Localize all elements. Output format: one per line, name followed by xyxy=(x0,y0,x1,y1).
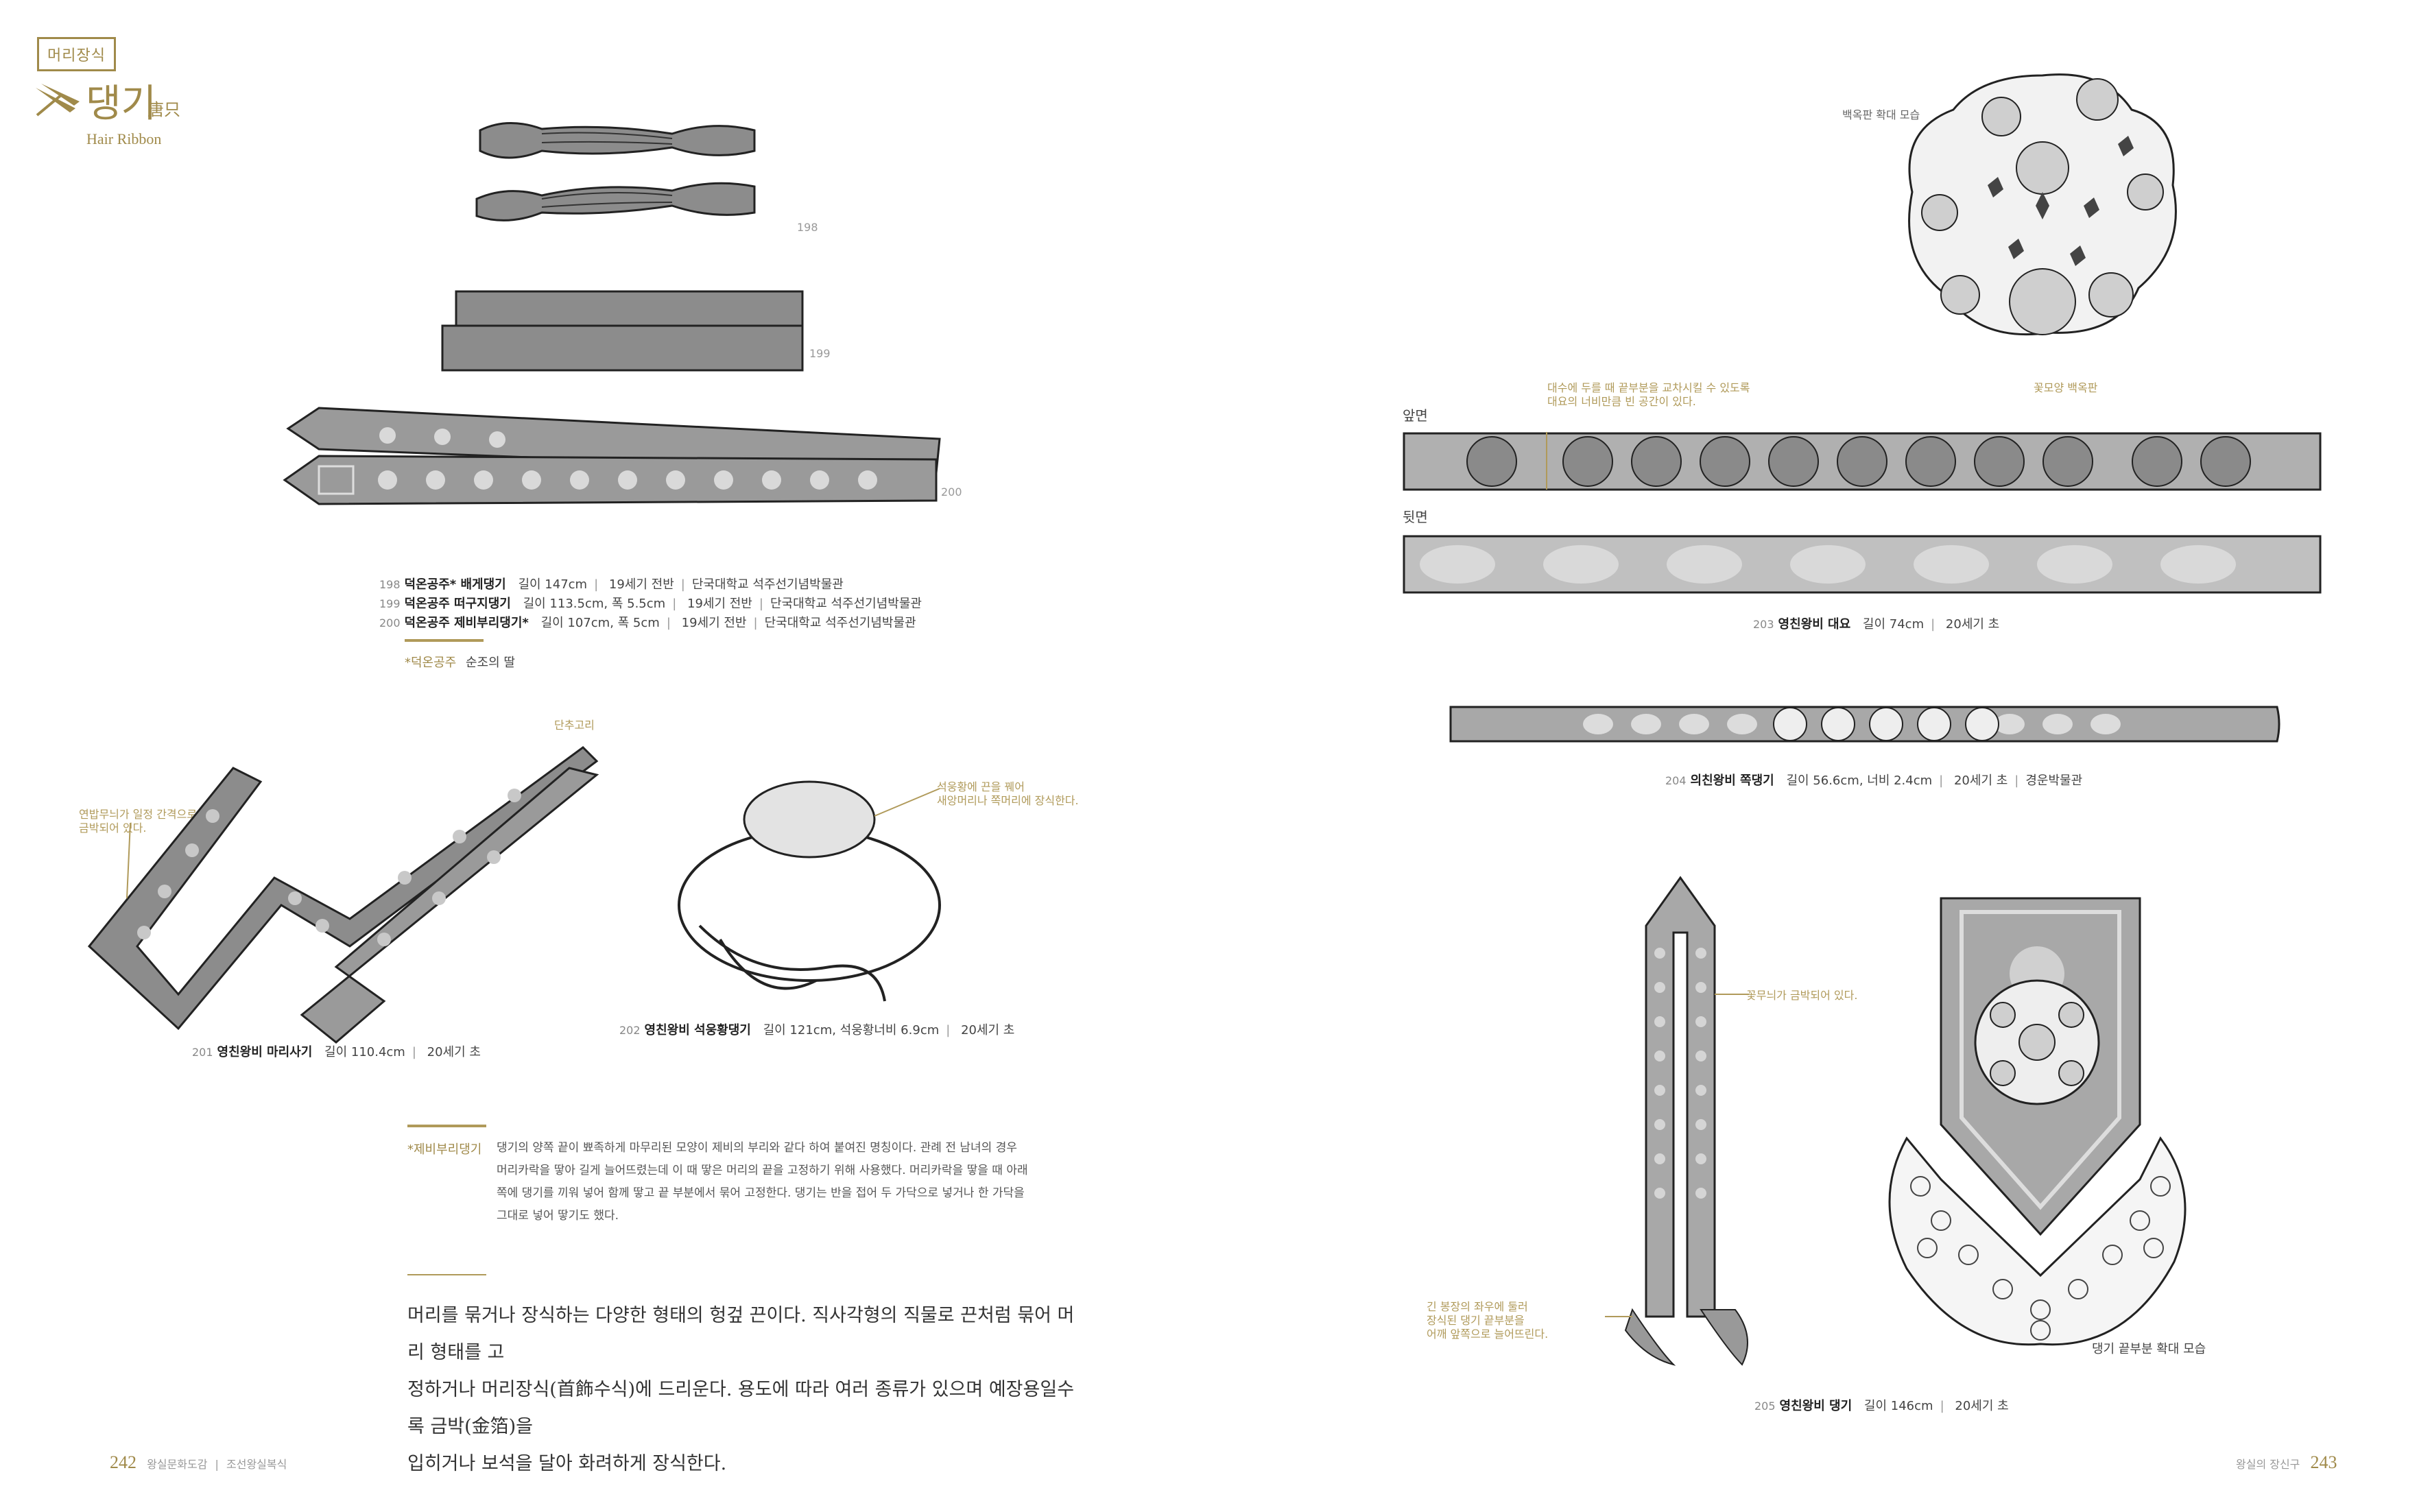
caption-divider xyxy=(405,639,484,642)
figure-number-198: 198 xyxy=(797,221,818,234)
footnote-princess: *덕온공주 순조의 딸 xyxy=(405,656,515,670)
body-divider xyxy=(407,1274,486,1275)
figure-203-front-illustration xyxy=(1403,432,2322,491)
annotation-jade-enlarged: 백옥판 확대 모습 xyxy=(1842,108,1920,121)
ribbon-logo-icon xyxy=(36,84,80,117)
label-front: 앞면 xyxy=(1403,407,1428,424)
figure-205-illustration xyxy=(1605,876,1749,1366)
note-divider xyxy=(407,1125,486,1127)
annotation-end-enlarged: 댕기 끝부분 확대 모습 xyxy=(2092,1342,2206,1356)
figure-number-199: 199 xyxy=(809,347,831,360)
figure-198-illustration xyxy=(475,122,756,221)
ribbon-end-enlarged-illustration xyxy=(1888,897,2187,1346)
figure-203-back-illustration xyxy=(1403,535,2322,594)
figure-number-200: 200 xyxy=(941,485,962,499)
section-tag: 머리장식 xyxy=(37,37,116,71)
annotation-button-loop: 단추고리 xyxy=(554,719,595,732)
figure-201-illustration xyxy=(87,746,599,1044)
footer-right: 왕실의 장신구 243 xyxy=(2236,1452,2337,1472)
figure-199-illustration xyxy=(441,290,804,372)
annotation-flower-gilded: 꽃무늬가 금박되어 있다. xyxy=(1746,989,1858,1002)
figure-200-illustration xyxy=(283,407,941,505)
body-text: 머리를 묶거나 장식하는 다양한 형태의 헝겊 끈이다. 직사각형의 직물로 끈… xyxy=(407,1305,1075,1474)
swallow-note-text: 댕기의 양쪽 끝이 뾰족하게 마무리된 모양이 제비의 부리와 같다 하여 붙여… xyxy=(497,1141,1028,1223)
jade-plaque-enlarged-illustration xyxy=(1908,73,2177,336)
page-number-right: 243 xyxy=(2310,1452,2337,1472)
swallow-note-label: *제비부리댕기 xyxy=(407,1142,482,1157)
page-title-english: Hair Ribbon xyxy=(86,130,162,147)
page-title: 댕기 xyxy=(86,82,157,126)
page-title-hanja: 唐只 xyxy=(147,100,180,119)
annotation-flower-jade: 꽃모양 백옥판 xyxy=(2034,381,2098,394)
label-back: 뒷면 xyxy=(1403,509,1428,525)
annotation-ends-decorated: 긴 봉장의 좌우에 둘러 장식된 댕기 끝부분을 어깨 앞쪽으로 늘어뜨린다. xyxy=(1427,1300,1549,1341)
footer-left: 242 왕실문화도감 | 조선왕실복식 xyxy=(110,1452,287,1472)
figure-204-illustration xyxy=(1449,706,2280,743)
figure-202-illustration xyxy=(678,780,941,1002)
page-number-left: 242 xyxy=(110,1452,136,1472)
